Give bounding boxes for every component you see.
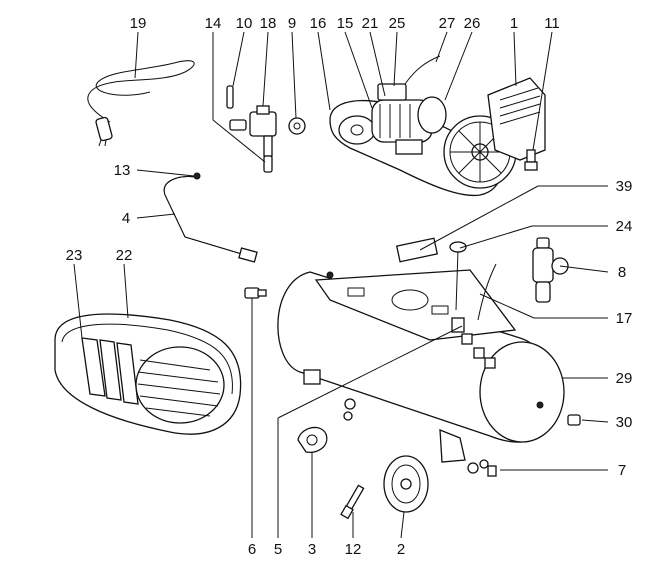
leader-lines	[73, 31, 609, 539]
callout-24: 24	[616, 218, 633, 235]
callout-39: 39	[616, 178, 633, 195]
callout-25: 25	[389, 15, 406, 32]
callout-1: 1	[510, 15, 518, 32]
air-tank-part	[277, 269, 565, 463]
callout-9: 9	[288, 15, 296, 32]
belt-guard-part	[54, 313, 242, 435]
wheel-and-small-parts	[297, 398, 581, 520]
callout-6: 6	[248, 541, 256, 558]
callout-11: 11	[544, 15, 560, 32]
power-cable-part	[87, 60, 195, 147]
callout-16: 16	[310, 15, 327, 32]
callout-15: 15	[337, 15, 354, 32]
callout-27: 27	[439, 15, 456, 32]
callout-10: 10	[236, 15, 253, 32]
callout-19: 19	[130, 15, 147, 32]
callout-14: 14	[205, 15, 222, 32]
callout-labels: 19 14 10 18 9 16 15 21 25 27 26 1 11 13 …	[66, 15, 633, 558]
pressure-switch-part	[226, 85, 306, 173]
callout-2: 2	[397, 541, 405, 558]
callout-12: 12	[345, 541, 362, 558]
callout-26: 26	[464, 15, 481, 32]
callout-3: 3	[308, 541, 316, 558]
delivery-pipe-part	[163, 172, 258, 263]
callout-22: 22	[116, 247, 133, 264]
tank-fittings-part	[395, 237, 497, 369]
callout-8: 8	[618, 264, 626, 281]
fitting-part	[244, 287, 267, 299]
callout-18: 18	[260, 15, 277, 32]
callout-23: 23	[66, 247, 83, 264]
callout-21: 21	[362, 15, 379, 32]
callout-5: 5	[274, 541, 282, 558]
regulator-part	[532, 237, 569, 303]
callout-30: 30	[616, 414, 633, 431]
callout-4: 4	[122, 210, 130, 227]
callout-13: 13	[114, 162, 131, 179]
callout-7: 7	[618, 462, 626, 479]
compressor-pump-part	[443, 77, 546, 189]
callout-29: 29	[616, 370, 633, 387]
callout-17: 17	[616, 310, 633, 327]
